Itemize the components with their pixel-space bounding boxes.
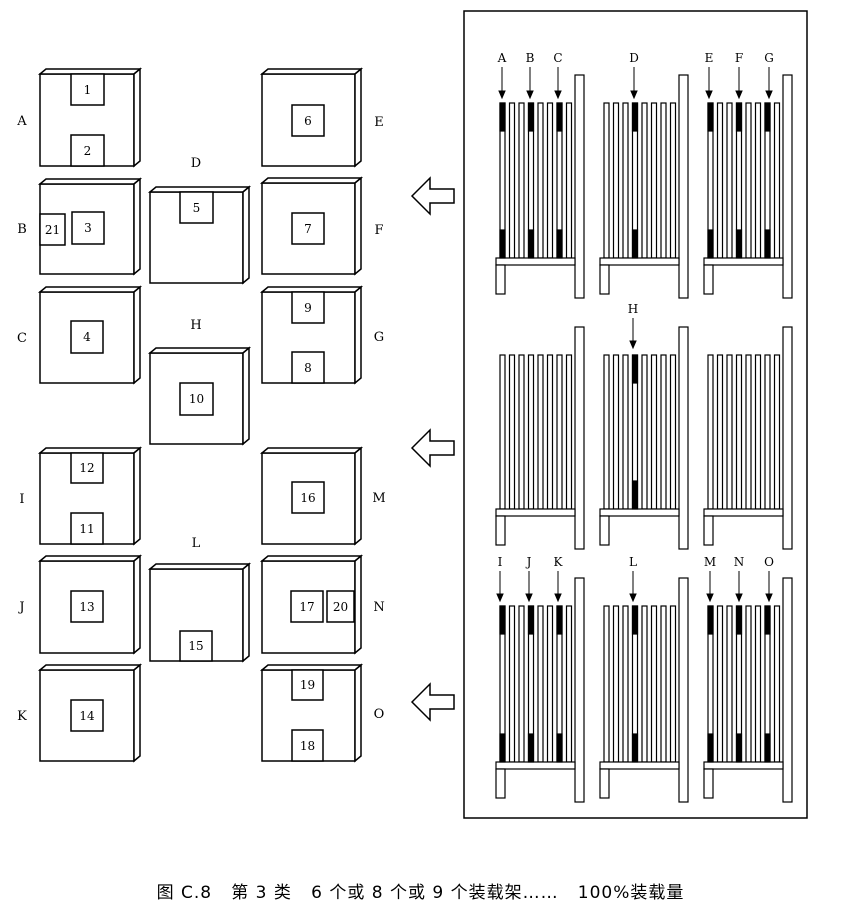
figure-caption: 图 C.8 第 3 类 6 个或 8 个或 9 个装载架…… 100%装载量 (156, 883, 685, 903)
item-10: 10 (189, 392, 204, 406)
rack-3 (703, 74, 793, 299)
down-arrow-icon (554, 90, 562, 100)
label-d: D (191, 156, 201, 171)
rack-label-d: D (629, 51, 639, 65)
rack-label-a: A (497, 51, 507, 65)
down-arrow-icon (705, 90, 713, 100)
box-a (37, 67, 143, 168)
item-5: 5 (193, 201, 201, 215)
label-h: H (190, 318, 201, 333)
item-11: 11 (79, 522, 94, 536)
rack-2 (599, 74, 689, 299)
rack-9 (703, 577, 793, 803)
item-20: 20 (333, 600, 348, 614)
item-12: 12 (79, 461, 94, 475)
item-17: 17 (299, 600, 314, 614)
rack-label-o: O (764, 555, 774, 569)
box-b (37, 177, 143, 276)
label-j: J (17, 600, 24, 615)
item-1: 1 (84, 83, 92, 97)
box-g (259, 285, 364, 385)
item-3: 3 (84, 221, 92, 235)
rack-label-e: E (705, 51, 714, 65)
label-c: C (17, 331, 27, 346)
left-arrow-icon (410, 428, 455, 468)
down-arrow-icon (765, 90, 773, 100)
box-n (259, 554, 364, 655)
rack-panel-frame (463, 10, 808, 819)
rack-1 (495, 74, 585, 299)
label-n: N (373, 600, 384, 615)
label-b: B (17, 222, 27, 237)
rack-label-b: B (526, 51, 535, 65)
item-15: 15 (188, 639, 203, 653)
left-arrow-icon (410, 176, 455, 216)
box-i (37, 446, 143, 546)
rack-7 (495, 577, 585, 803)
down-arrow-icon (735, 90, 743, 100)
label-l: L (192, 536, 201, 551)
box-e (259, 67, 364, 168)
item-21: 21 (45, 223, 60, 237)
left-arrow-icon (410, 682, 455, 722)
label-o: O (374, 707, 385, 722)
rack-label-k: K (554, 555, 564, 569)
label-g: G (374, 330, 384, 345)
item-16: 16 (300, 491, 315, 505)
rack-label-g: G (764, 51, 774, 65)
rack-8 (599, 577, 689, 803)
rack-label-l: L (629, 555, 637, 569)
box-c (37, 285, 143, 385)
rack-label-n: N (734, 555, 745, 569)
down-arrow-icon (629, 593, 637, 603)
label-i: I (19, 492, 24, 507)
item-14: 14 (79, 709, 95, 723)
label-k: K (17, 709, 27, 724)
item-9: 9 (304, 301, 312, 315)
item-13: 13 (79, 600, 94, 614)
item-7: 7 (304, 222, 312, 236)
label-e: E (374, 115, 384, 130)
rack-label-h: H (628, 302, 638, 316)
label-m: M (372, 491, 385, 506)
rack-4 (495, 326, 585, 550)
down-arrow-icon (498, 90, 506, 100)
down-arrow-icon (496, 593, 504, 603)
item-8: 8 (304, 361, 312, 375)
rack-label-i: I (498, 555, 503, 569)
box-h (147, 346, 252, 446)
box-l (147, 562, 252, 663)
box-j (37, 554, 143, 655)
box-k (37, 663, 143, 763)
down-arrow-icon (525, 593, 533, 603)
label-f: F (374, 223, 383, 238)
label-a: A (16, 114, 27, 129)
item-2: 2 (84, 144, 92, 158)
rack-6 (703, 326, 793, 550)
box-m (259, 446, 364, 546)
rack-label-c: C (553, 51, 562, 65)
down-arrow-icon (526, 90, 534, 100)
down-arrow-icon (554, 593, 562, 603)
box-o (259, 663, 364, 763)
rack-5 (599, 326, 689, 550)
rack-label-j: J (525, 555, 532, 569)
down-arrow-icon (629, 340, 637, 350)
box-d (147, 185, 252, 285)
item-4: 4 (83, 330, 91, 344)
rack-label-m: M (704, 555, 716, 569)
box-f (259, 176, 364, 276)
item-18: 18 (300, 739, 315, 753)
down-arrow-icon (765, 593, 773, 603)
rack-label-f: F (735, 51, 743, 65)
item-6: 6 (304, 114, 312, 128)
down-arrow-icon (630, 90, 638, 100)
item-19: 19 (300, 678, 315, 692)
down-arrow-icon (735, 593, 743, 603)
down-arrow-icon (706, 593, 714, 603)
